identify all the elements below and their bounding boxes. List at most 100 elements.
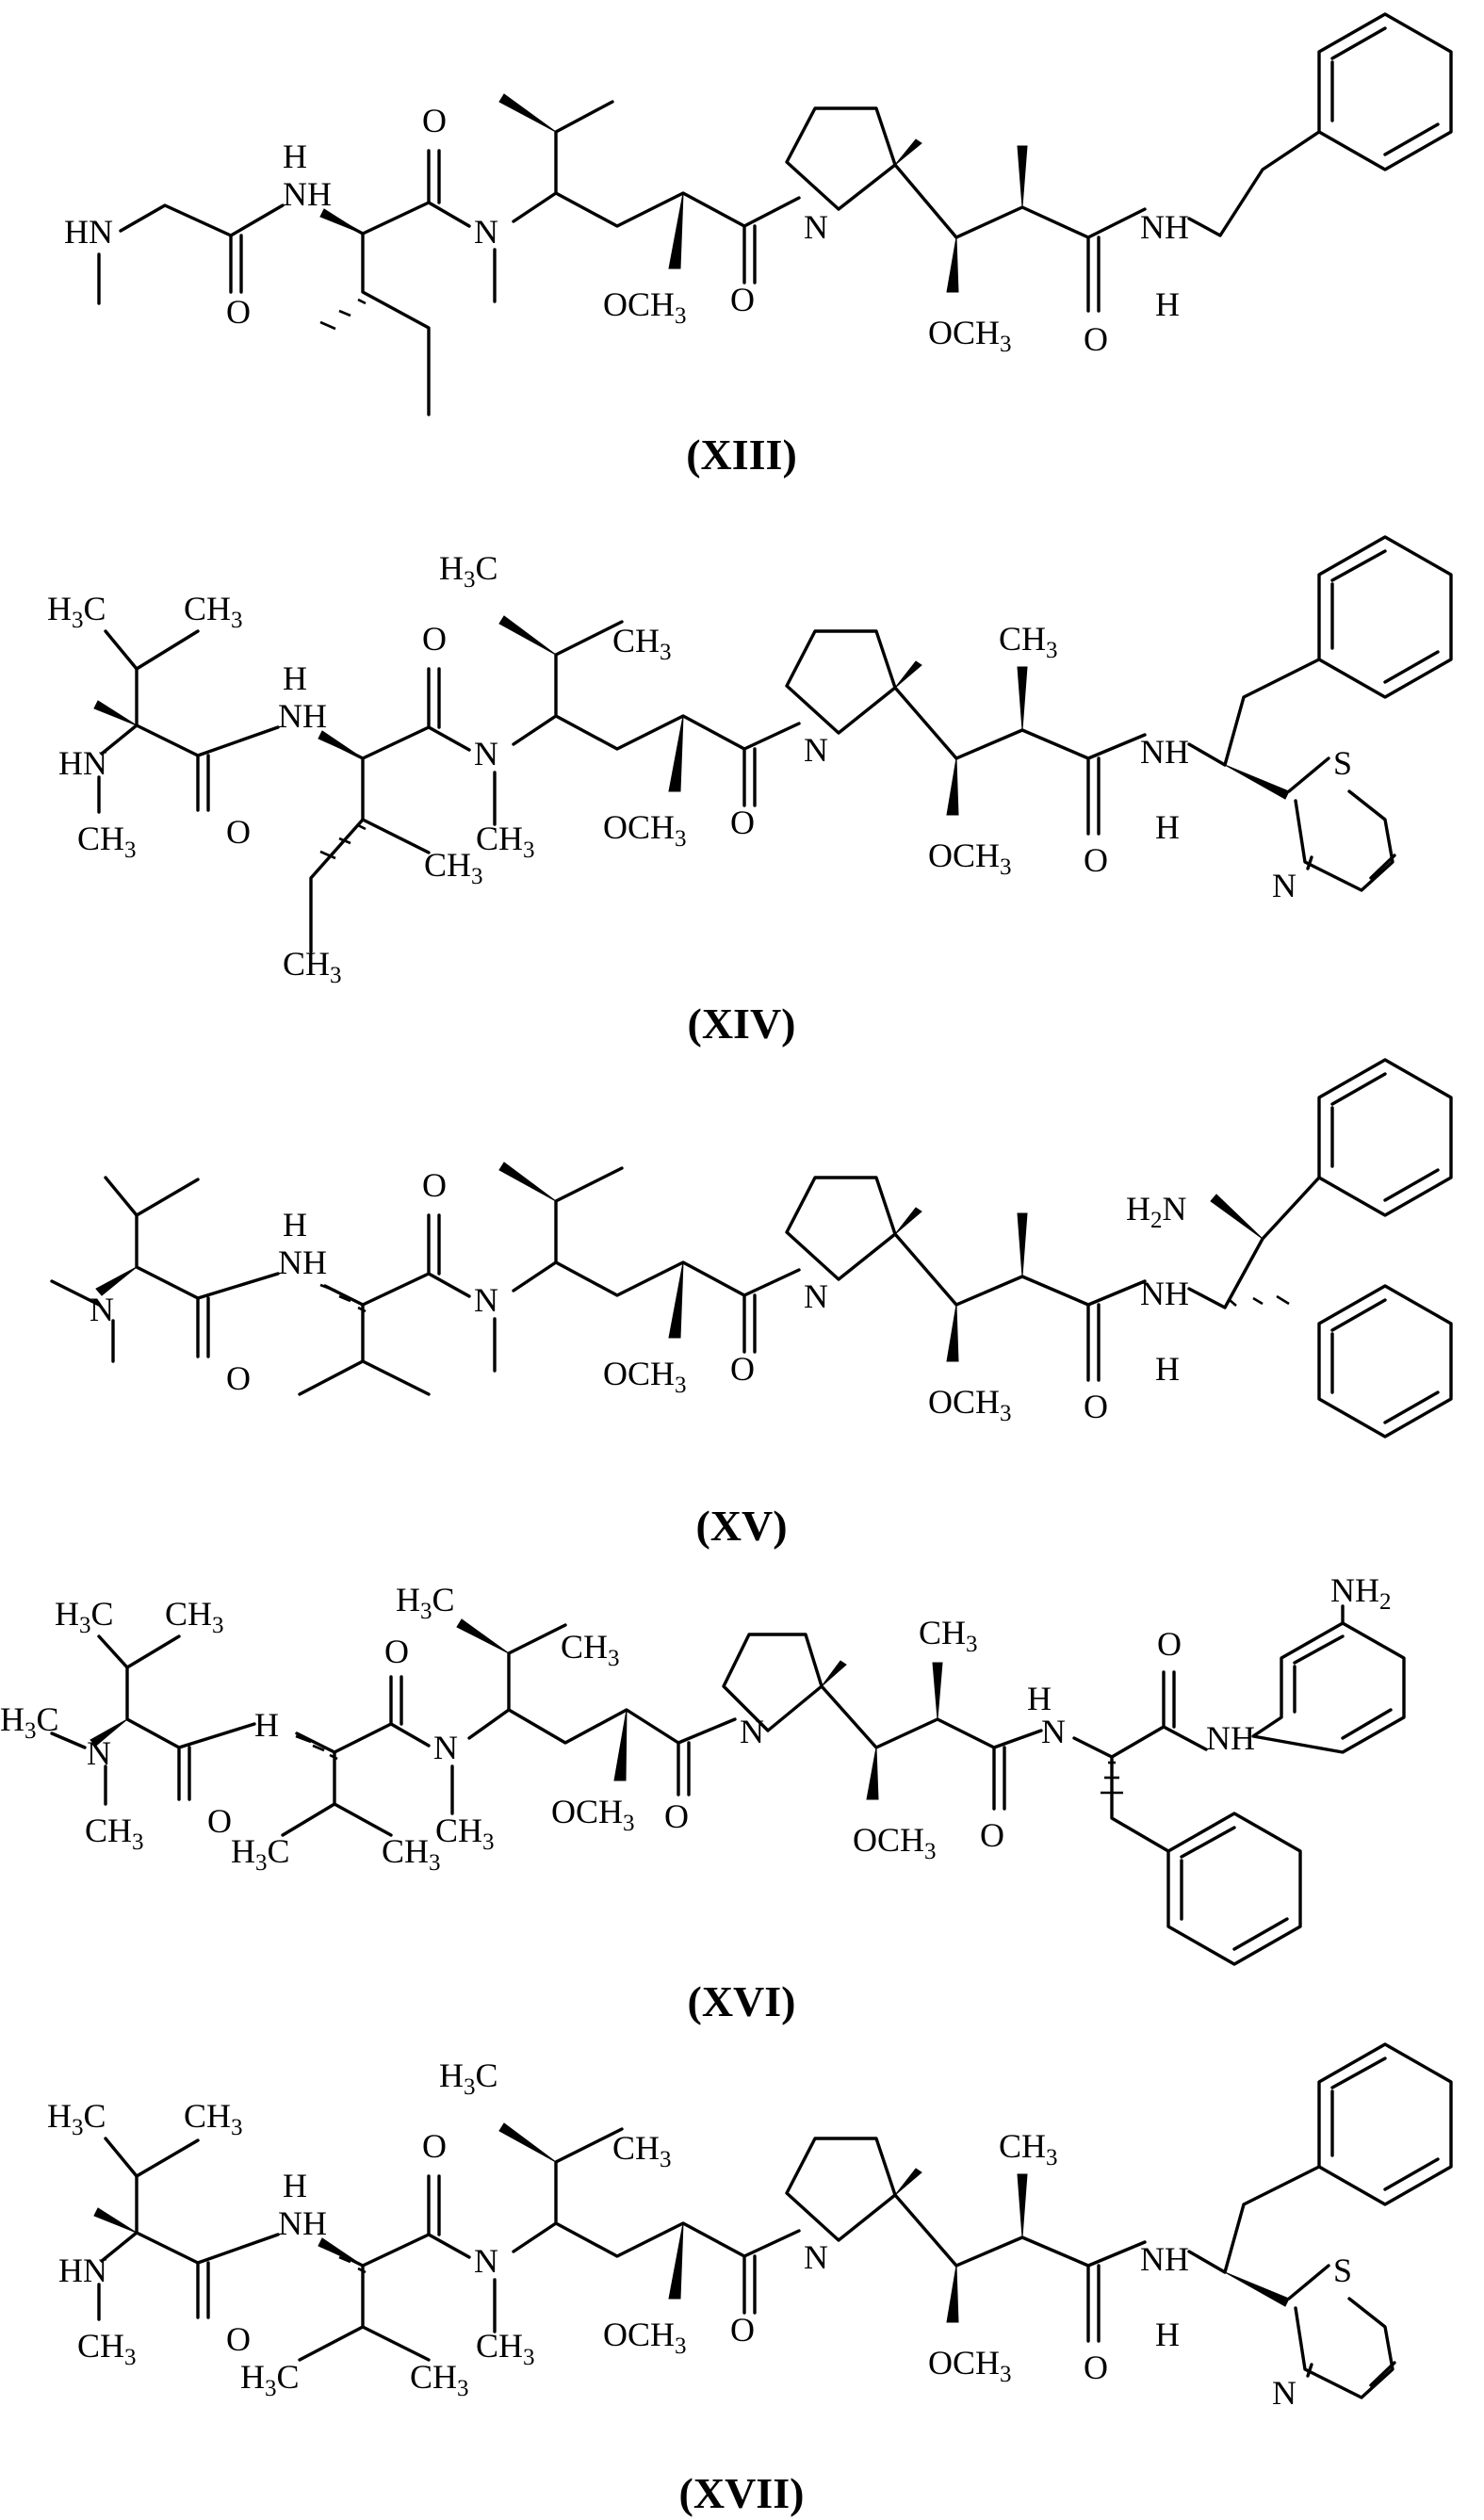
caption-xv: (XV) (695, 1502, 787, 1550)
svg-text:OCH3: OCH3 (603, 285, 687, 329)
svg-text:CH3: CH3 (435, 1812, 495, 1855)
svg-text:N: N (804, 731, 828, 769)
svg-text:OCH3: OCH3 (928, 1383, 1012, 1426)
svg-text:N: N (87, 1734, 111, 1772)
svg-text:H3C: H3C (439, 549, 498, 593)
svg-text:H: H (1155, 2316, 1180, 2353)
svg-text:O: O (1084, 2349, 1108, 2386)
svg-text:NH: NH (283, 175, 332, 213)
svg-text:O: O (980, 1816, 1004, 1854)
svg-text:OCH3: OCH3 (853, 1821, 937, 1864)
svg-text:CH3: CH3 (165, 1595, 224, 1638)
svg-text:O: O (422, 102, 447, 139)
svg-text:OCH3: OCH3 (603, 808, 687, 852)
svg-text:NH: NH (1140, 208, 1189, 246)
bonds (99, 537, 1451, 951)
stereo-bonds (96, 1162, 1289, 1361)
svg-text:H3C: H3C (47, 2097, 106, 2140)
svg-text:CH3: CH3 (77, 2327, 137, 2370)
svg-text:CH3: CH3 (184, 590, 243, 633)
svg-text:OCH3: OCH3 (603, 2316, 687, 2359)
atom-labels: N O H NH O N OCH3 O N OCH3 O NH H H2N (90, 1166, 1189, 1426)
svg-text:O: O (207, 1802, 232, 1840)
svg-text:H: H (283, 659, 307, 697)
svg-text:N: N (474, 1281, 498, 1319)
svg-text:O: O (384, 1633, 409, 1670)
svg-text:H: H (1155, 285, 1180, 323)
svg-text:NH: NH (1140, 1275, 1189, 1312)
svg-text:O: O (730, 2311, 755, 2349)
svg-text:CH3: CH3 (999, 2127, 1058, 2170)
svg-text:N: N (433, 1729, 458, 1766)
atom-labels: H3C CH3 HN CH3 O H NH O H3C CH3 N CH3 CH… (47, 549, 1352, 988)
structure-xv: N O H NH O N OCH3 O N OCH3 O NH H H2N (X… (0, 1074, 1484, 1564)
svg-text:O: O (422, 2127, 447, 2165)
svg-text:O: O (1157, 1625, 1182, 1663)
svg-text:S: S (1333, 744, 1352, 782)
atom-labels: H3C CH3 H N CH3 O H NH O H3C CH3 N CH3 H3… (47, 2057, 1352, 2412)
svg-text:N: N (804, 1277, 828, 1315)
svg-text:OCH3: OCH3 (551, 1793, 635, 1836)
svg-text:O: O (730, 281, 755, 318)
bonds (99, 14, 1451, 415)
svg-text:CH3: CH3 (476, 2327, 535, 2370)
svg-text:CH3: CH3 (999, 620, 1058, 663)
svg-text:N: N (804, 208, 828, 246)
svg-text:HN: HN (64, 213, 113, 251)
bonds (52, 1606, 1404, 1964)
svg-text:O: O (226, 1359, 251, 1397)
svg-text:H: H (283, 1206, 307, 1244)
svg-text:CH3: CH3 (612, 2129, 672, 2172)
svg-text:N: N (474, 735, 498, 772)
svg-text:H3C: H3C (439, 2057, 498, 2100)
svg-text:O: O (730, 1350, 755, 1388)
svg-text:H2N: H2N (1126, 1190, 1187, 1233)
svg-text:NH: NH (1140, 733, 1189, 771)
svg-text:N: N (90, 1291, 114, 1328)
svg-text:OCH3: OCH3 (928, 837, 1012, 880)
svg-text:OCH3: OCH3 (928, 314, 1012, 357)
svg-text:OCH3: OCH3 (928, 2344, 1012, 2387)
svg-text:H: H (1027, 1680, 1052, 1717)
svg-text:H3C: H3C (240, 2358, 300, 2401)
svg-text:O: O (730, 804, 755, 841)
svg-text:HN: HN (58, 744, 107, 782)
svg-text:N: N (1041, 1713, 1066, 1750)
svg-text:NH: NH (1206, 1719, 1255, 1757)
svg-text:CH3: CH3 (424, 846, 483, 889)
atom-labels: H3C CH3 H3C N CH3 O H O H3C CH3 N CH3 H3… (0, 1571, 1392, 1876)
svg-text:N: N (804, 2238, 828, 2276)
svg-text:H: H (254, 1706, 279, 1744)
caption-xvi: (XVI) (688, 1977, 796, 2025)
svg-text:S: S (1333, 2252, 1352, 2289)
svg-text:CH3: CH3 (184, 2097, 243, 2140)
svg-text:CH3: CH3 (476, 820, 535, 863)
svg-text:H: H (1155, 808, 1180, 846)
svg-text:O: O (1084, 1388, 1108, 1425)
svg-text:O: O (226, 2320, 251, 2358)
svg-text:N: N (474, 2242, 498, 2280)
svg-text:CH3: CH3 (919, 1614, 978, 1657)
svg-text:O: O (1084, 320, 1108, 358)
svg-text:O: O (664, 1797, 689, 1835)
svg-text:O: O (422, 1166, 447, 1204)
svg-text:CH3: CH3 (283, 945, 342, 988)
svg-text:O: O (226, 813, 251, 851)
svg-text:CH3: CH3 (85, 1812, 144, 1855)
caption-xiv: (XIV) (688, 1000, 796, 1048)
svg-text:H3C: H3C (0, 1700, 59, 1744)
structure-xiv: H3C CH3 HN CH3 O H NH O H3C CH3 N CH3 CH… (0, 509, 1484, 1055)
svg-text:CH3: CH3 (612, 622, 672, 665)
svg-text:H3C: H3C (396, 1581, 455, 1624)
svg-text:CH3: CH3 (382, 1832, 441, 1876)
svg-text:O: O (422, 620, 447, 658)
svg-text:H: H (283, 2167, 307, 2204)
svg-text:N: N (1272, 2374, 1296, 2412)
svg-text:NH: NH (1140, 2240, 1189, 2278)
svg-text:NH2: NH2 (1330, 1571, 1392, 1615)
stereo-bonds (94, 2123, 1289, 2322)
svg-text:CH3: CH3 (561, 1628, 620, 1671)
atom-labels: HN O H NH O N OCH3 O N OCH3 O NH H (64, 102, 1189, 358)
svg-text:H3C: H3C (55, 1595, 114, 1638)
